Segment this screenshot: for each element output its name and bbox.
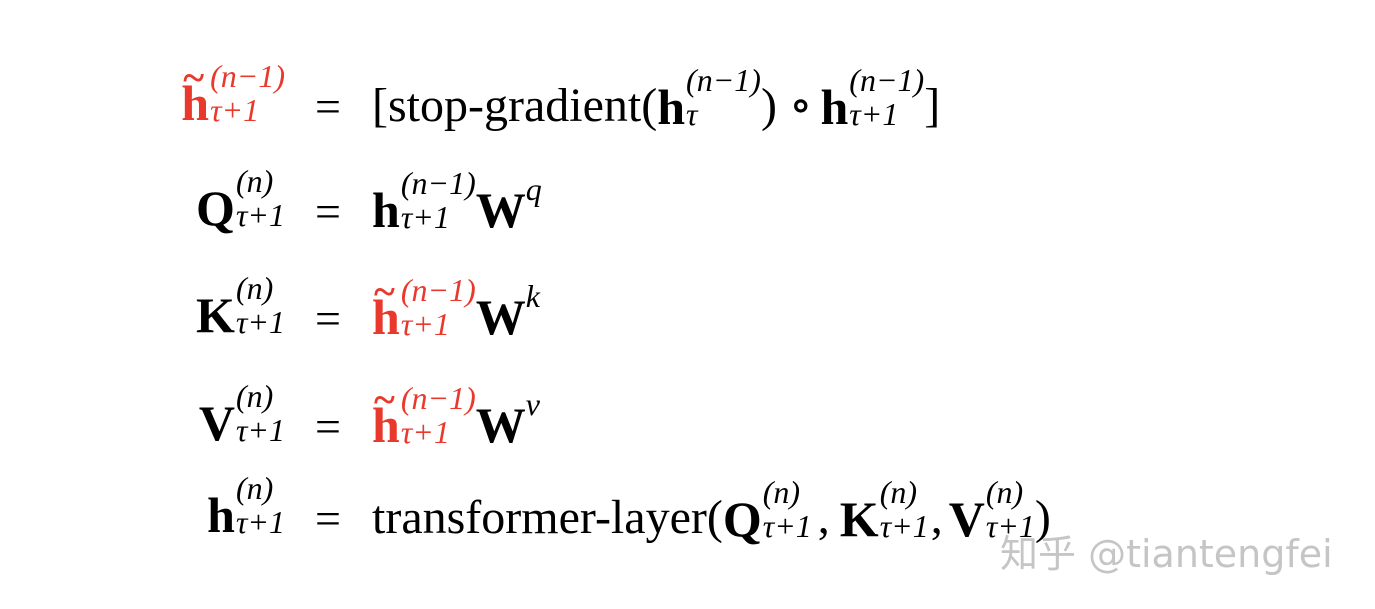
equation-4: V (n) τ+1 = h ~ (n−1) τ+1 Wv [0, 377, 1375, 498]
w-symbol: W [475, 289, 526, 345]
close-bracket: ] [924, 79, 941, 132]
equation-3: K (n) τ+1 = h ~ (n−1) τ+1 Wk [0, 269, 1375, 390]
eq3-lhs-scripts: (n) τ+1 [235, 272, 285, 360]
superscript: (n−1) [686, 62, 761, 98]
superscript: (n) [235, 378, 274, 414]
circ-operator: ∘ [788, 79, 813, 132]
subscript: τ+1 [849, 96, 899, 132]
comma: , [817, 491, 830, 544]
w-superscript: q [525, 171, 542, 207]
eq2-lhs-scripts: (n) τ+1 [235, 165, 285, 253]
eq2-lhs: Q (n) τ+1 [196, 165, 285, 253]
v-symbol: V [198, 395, 235, 451]
transformer-layer-open: transformer-layer( [372, 491, 723, 544]
k-symbol: K [839, 491, 879, 547]
equals-sign: = [315, 401, 341, 452]
eq3-rhs: h ~ (n−1) τ+1 Wk [372, 269, 540, 362]
q-symbol: Q [196, 180, 235, 236]
w-symbol: W [475, 397, 526, 453]
stop-gradient-open: [stop-gradient( [372, 79, 658, 132]
h-symbol: h [372, 182, 400, 238]
q-scripts: (n) τ+1 [762, 476, 812, 564]
tilde-accent: ~ [183, 55, 205, 100]
eq1-lhs: h ~ (n−1) τ+1 [181, 55, 285, 148]
eq5-lhs: h (n) τ+1 [207, 472, 285, 560]
equation-5: h (n) τ+1 = transformer-layer(Q (n) τ+1 … [0, 472, 1375, 590]
superscript: (n−1) [400, 272, 476, 308]
close-paren: ) [760, 79, 777, 132]
w-superscript: k [525, 278, 540, 314]
v-symbol: V [948, 491, 985, 547]
h-symbol: h [207, 487, 235, 543]
superscript: (n−1) [210, 58, 285, 94]
h-symbol: h [657, 79, 686, 135]
subscript: τ+1 [400, 199, 450, 235]
h1-scripts: (n−1) τ [686, 64, 761, 152]
comma: , [930, 491, 943, 544]
eq2-rhs: h (n−1) τ+1 Wq [372, 167, 542, 255]
w-symbol: W [475, 182, 526, 238]
superscript: (n) [235, 470, 274, 506]
close-paren: ) [1034, 491, 1051, 544]
k-symbol: K [196, 287, 235, 343]
k-scripts: (n) τ+1 [879, 476, 929, 564]
subscript: τ [686, 96, 698, 132]
superscript: (n) [235, 163, 274, 199]
zhihu-watermark: 知乎 @tiantengfei [1000, 532, 1333, 576]
h-scripts: (n−1) τ+1 [400, 167, 476, 255]
eq4-rhs: h ~ (n−1) τ+1 Wv [372, 377, 540, 470]
v-scripts: (n) τ+1 [985, 476, 1035, 564]
eq1-lhs-scripts: (n−1) τ+1 [210, 60, 285, 148]
w-superscript: v [525, 386, 540, 422]
superscript: (n−1) [849, 62, 925, 98]
h-tilde-scripts: (n−1) τ+1 [400, 274, 476, 362]
subscript: τ+1 [235, 197, 285, 233]
subscript: τ+1 [400, 306, 450, 342]
equals-sign: = [315, 493, 341, 544]
subscript: τ+1 [210, 92, 260, 128]
tilde-accent: ~ [374, 377, 395, 422]
h-tilde-symbol: h ~ [181, 55, 210, 131]
superscript: (n) [235, 270, 274, 306]
superscript: (n−1) [400, 165, 476, 201]
eq5-lhs-scripts: (n) τ+1 [235, 472, 285, 560]
h-symbol: h [820, 79, 849, 135]
subscript: τ+1 [400, 414, 450, 450]
eq5-rhs: transformer-layer(Q (n) τ+1 ,K (n) τ+1 ,… [372, 476, 1051, 564]
superscript: (n) [762, 474, 801, 510]
h2-scripts: (n−1) τ+1 [849, 64, 924, 152]
superscript: (n) [879, 474, 918, 510]
subscript: τ+1 [879, 508, 929, 544]
eq4-lhs-scripts: (n) τ+1 [235, 380, 285, 468]
superscript: (n) [985, 474, 1024, 510]
equation-2: Q (n) τ+1 = h (n−1) τ+1 Wq [0, 165, 1375, 283]
h-tilde-scripts: (n−1) τ+1 [400, 382, 476, 470]
subscript: τ+1 [235, 412, 285, 448]
subscript: τ+1 [985, 508, 1035, 544]
eq4-lhs: V (n) τ+1 [198, 380, 285, 468]
subscript: τ+1 [235, 304, 285, 340]
equation-1: h ~ (n−1) τ+1 = [stop-gradient(h (n−1) τ… [0, 55, 1375, 178]
h-tilde-symbol: h ~ [372, 269, 400, 345]
h-tilde-symbol: h ~ [372, 377, 400, 453]
equals-sign: = [315, 186, 341, 237]
subscript: τ+1 [235, 504, 285, 540]
tilde-accent: ~ [374, 269, 395, 314]
equals-sign: = [315, 293, 341, 344]
eq1-rhs: [stop-gradient(h (n−1) τ ) ∘h (n−1) τ+1 … [372, 64, 941, 152]
q-symbol: Q [722, 491, 762, 547]
subscript: τ+1 [762, 508, 812, 544]
superscript: (n−1) [400, 380, 476, 416]
equals-sign: = [315, 81, 341, 132]
eq3-lhs: K (n) τ+1 [196, 272, 285, 360]
